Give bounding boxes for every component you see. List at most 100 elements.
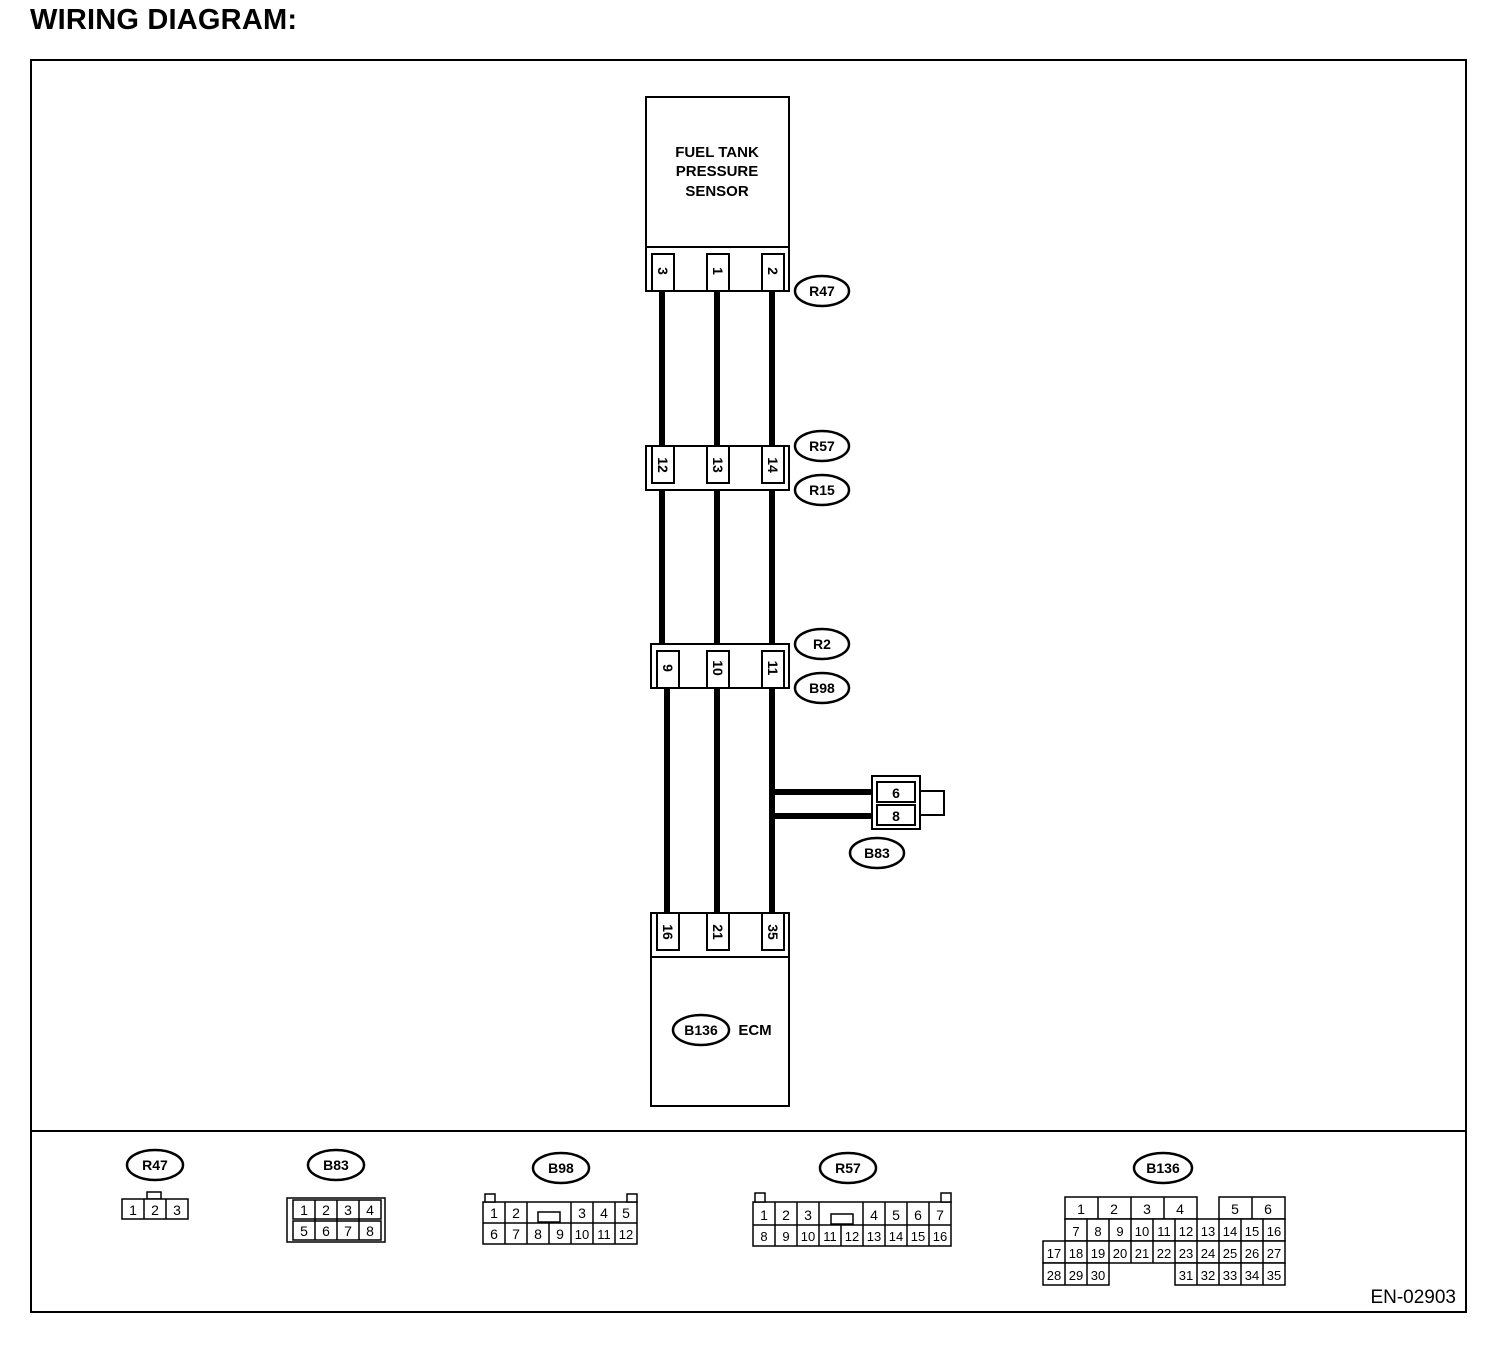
svg-text:3: 3 [578, 1205, 586, 1221]
figure-code: EN-02903 [1370, 1287, 1456, 1308]
r57-pin: 13 [710, 457, 726, 473]
legend-b136: B136 [1042, 1151, 1286, 1286]
svg-text:R15: R15 [809, 482, 835, 498]
legend-b98-row1: 1 2 3 4 5 [490, 1202, 630, 1223]
wire-harness [659, 291, 877, 913]
connector-b83: 6 8 [871, 775, 945, 830]
b83-pin: 6 [892, 785, 900, 801]
svg-text:18: 18 [1069, 1246, 1083, 1261]
svg-text:5: 5 [892, 1207, 900, 1223]
tag-r47: R47 [793, 274, 851, 308]
svg-text:10: 10 [575, 1227, 589, 1242]
b98-pin: 10 [710, 660, 726, 676]
svg-text:24: 24 [1201, 1246, 1215, 1261]
svg-text:16: 16 [933, 1229, 947, 1244]
svg-text:17: 17 [1047, 1246, 1061, 1261]
svg-text:8: 8 [366, 1223, 374, 1239]
legend-b83: B83 1 2 3 4 5 6 7 8 [286, 1148, 386, 1243]
svg-text:1: 1 [129, 1202, 137, 1218]
svg-text:4: 4 [1176, 1201, 1184, 1217]
svg-text:3: 3 [344, 1202, 352, 1218]
svg-text:13: 13 [867, 1229, 881, 1244]
svg-text:11: 11 [823, 1229, 837, 1244]
svg-text:2: 2 [151, 1202, 159, 1218]
svg-text:12: 12 [845, 1229, 859, 1244]
svg-text:28: 28 [1047, 1268, 1061, 1283]
svg-text:20: 20 [1113, 1246, 1127, 1261]
sensor-label-line1: FUEL TANK [675, 144, 759, 161]
legend-b98-row2: 6 7 8 9 10 11 12 [490, 1223, 633, 1244]
svg-text:29: 29 [1069, 1268, 1083, 1283]
svg-text:4: 4 [870, 1207, 878, 1223]
tag-b136 [671, 1013, 731, 1047]
svg-text:9: 9 [782, 1229, 789, 1244]
r57-pin: 12 [655, 457, 671, 473]
b136-pin: 35 [765, 924, 781, 940]
ecm-unit: B136 ECM [650, 956, 790, 1107]
ecm-label: ECM [738, 1022, 771, 1039]
svg-text:9: 9 [556, 1226, 564, 1242]
svg-text:34: 34 [1245, 1268, 1259, 1283]
svg-text:1: 1 [1077, 1201, 1085, 1217]
svg-text:2: 2 [322, 1202, 330, 1218]
tag-r57: R57 [793, 429, 851, 463]
b136-pin: 21 [710, 924, 726, 940]
svg-text:14: 14 [889, 1229, 903, 1244]
svg-text:5: 5 [622, 1205, 630, 1221]
svg-text:6: 6 [490, 1226, 498, 1242]
b98-pin: 9 [660, 664, 676, 672]
svg-text:R47: R47 [809, 283, 835, 299]
svg-text:7: 7 [936, 1207, 944, 1223]
svg-text:1: 1 [490, 1205, 498, 1221]
svg-text:B98: B98 [809, 680, 835, 696]
page-title: WIRING DIAGRAM: [30, 4, 298, 36]
svg-text:R47: R47 [142, 1157, 168, 1173]
tag-b98: B98 [793, 671, 851, 705]
svg-text:3: 3 [1143, 1201, 1151, 1217]
ecm-connector-id: B136 [684, 1022, 718, 1038]
svg-text:B136: B136 [1146, 1160, 1180, 1176]
svg-text:1: 1 [300, 1202, 308, 1218]
svg-text:2: 2 [782, 1207, 790, 1223]
svg-text:15: 15 [1245, 1224, 1259, 1239]
svg-text:15: 15 [911, 1229, 925, 1244]
r47-pin: 3 [655, 267, 671, 275]
svg-text:12: 12 [619, 1227, 633, 1242]
svg-text:11: 11 [597, 1227, 611, 1242]
tag-r2: R2 [793, 627, 851, 661]
legend-b98: B98 1 2 3 4 5 6 7 8 9 1 [482, 1151, 638, 1245]
svg-text:31: 31 [1179, 1268, 1193, 1283]
svg-text:5: 5 [300, 1223, 308, 1239]
svg-text:2: 2 [1110, 1201, 1118, 1217]
b83-pin: 8 [892, 808, 900, 824]
svg-text:10: 10 [1135, 1224, 1149, 1239]
svg-text:8: 8 [534, 1226, 542, 1242]
svg-text:25: 25 [1223, 1246, 1237, 1261]
b136-pin: 16 [660, 924, 676, 940]
connector-b136: 16 21 35 [650, 912, 790, 958]
connector-r57-r15: 12 13 14 [645, 445, 790, 491]
tag-b83: B83 [848, 836, 906, 870]
svg-text:B98: B98 [548, 1160, 574, 1176]
tag-r15: R15 [793, 473, 851, 507]
svg-text:6: 6 [322, 1223, 330, 1239]
svg-text:3: 3 [173, 1202, 181, 1218]
svg-text:1: 1 [760, 1207, 768, 1223]
svg-text:21: 21 [1135, 1246, 1149, 1261]
svg-text:7: 7 [344, 1223, 352, 1239]
svg-text:16: 16 [1267, 1224, 1281, 1239]
svg-text:14: 14 [1223, 1224, 1237, 1239]
svg-text:3: 3 [804, 1207, 812, 1223]
svg-text:30: 30 [1091, 1268, 1105, 1283]
svg-text:4: 4 [600, 1205, 608, 1221]
r47-pin: 2 [765, 267, 781, 275]
svg-text:23: 23 [1179, 1246, 1193, 1261]
svg-text:26: 26 [1245, 1246, 1259, 1261]
r57-pin: 14 [765, 457, 781, 473]
legend-r57: R57 1 2 3 4 5 6 7 [752, 1151, 952, 1247]
svg-text:10: 10 [801, 1229, 815, 1244]
legend-r57-row2: 8 9 10 11 12 13 14 15 16 [760, 1225, 947, 1246]
legend-r47: R47 1 2 3 [121, 1148, 189, 1220]
svg-text:19: 19 [1091, 1246, 1105, 1261]
